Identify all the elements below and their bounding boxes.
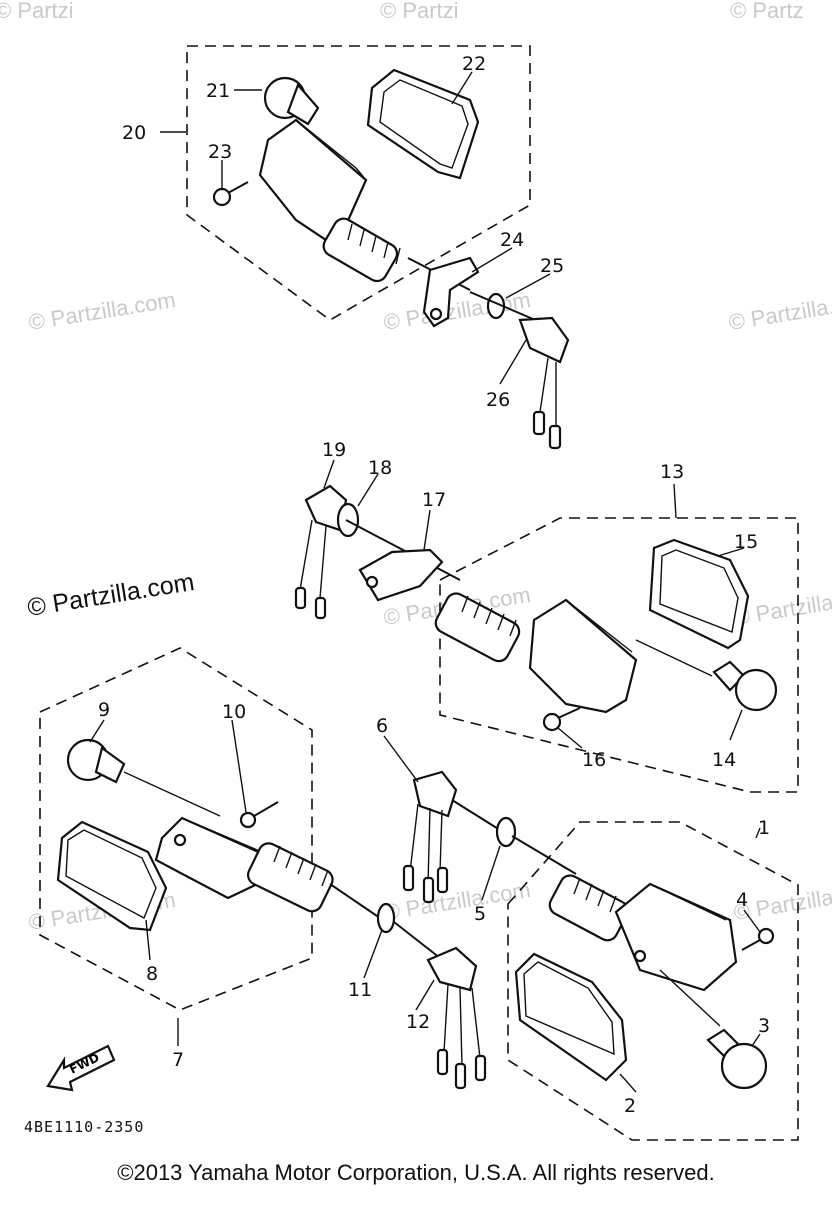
watermark-right-1: © Partzilla.com [727,287,832,335]
callout-26: 26 [486,389,510,411]
grommet-5-icon [495,816,577,875]
screw-23-icon [212,181,249,207]
assembly-13-group [294,484,799,793]
callout-22: 22 [462,53,486,75]
callout-6: 6 [376,715,388,737]
callout-numbers: 1 2 3 4 5 6 7 8 9 10 11 12 13 14 15 16 1… [98,53,770,1117]
watermark-center-1: © Partzilla.com [382,287,532,335]
watermark-top-right: © Partz [730,0,804,23]
callout-15: 15 [734,531,758,553]
socket-19-icon [294,484,348,620]
callout-4: 4 [736,889,748,911]
callout-24: 24 [500,229,524,251]
screw-16-icon [542,707,581,732]
callout-17: 17 [422,489,446,511]
bulb-14-icon [635,639,778,712]
fwd-arrow-icon: FWD [46,1044,116,1092]
callout-19: 19 [322,439,346,461]
callout-16: 16 [582,749,606,771]
copyright-notice: ©2013 Yamaha Motor Corporation, U.S.A. A… [117,1160,715,1185]
callout-7: 7 [172,1049,184,1071]
lens-2-icon [514,952,628,1082]
callout-11: 11 [348,979,372,1001]
callout-25: 25 [540,255,564,277]
callout-5: 5 [474,903,486,925]
assembly-20-group [186,45,570,450]
stay-17-icon [358,548,444,602]
callout-20: 20 [122,122,146,144]
callout-10: 10 [222,701,246,723]
socket-26-icon [518,316,570,450]
callout-9: 9 [98,699,110,721]
callout-2: 2 [624,1095,636,1117]
diagram-code: 4BE1110-2350 [24,1118,145,1136]
housing-7-icon [154,816,381,919]
callout-12: 12 [406,1011,430,1033]
watermark-top-left: © Partzi [0,0,74,23]
assembly-1-boundary [507,821,799,1141]
callout-23: 23 [208,141,232,163]
grommet-11-icon [376,902,441,959]
callout-leaders [89,71,761,1093]
callout-14: 14 [712,749,736,771]
grommet-18-icon [336,502,461,581]
callout-3: 3 [758,1015,770,1037]
callout-8: 8 [146,963,158,985]
callout-21: 21 [206,80,230,102]
watermark-top-center: © Partzi [380,0,459,23]
bulb-3-icon [706,1028,768,1090]
callout-13: 13 [660,461,684,483]
callout-18: 18 [368,457,392,479]
assembly-1-group [507,821,799,1141]
lens-22-icon [366,68,480,180]
callout-1: 1 [758,817,770,839]
watermark-left-1: © Partzilla.com [27,287,177,335]
housing-20-icon [258,118,471,291]
assembly-13-boundary [439,517,799,793]
stay-24-icon [422,256,480,328]
housing-13-icon [434,592,638,714]
lens-8-icon [56,820,168,932]
lens-15-icon [648,538,750,650]
assembly-7-group [39,647,487,1090]
assembly-20-boundary [186,45,531,321]
socket-12-icon [426,946,487,1090]
socket-6-icon [402,770,501,904]
screw-4-icon [741,927,775,951]
grommet-25-icon [469,291,541,323]
bulb-9-icon [66,738,221,817]
housing-1-icon [548,874,738,1027]
screw-10-icon [239,801,279,829]
assembly-7-boundary [39,647,313,1011]
bulb-21-icon [263,76,320,126]
